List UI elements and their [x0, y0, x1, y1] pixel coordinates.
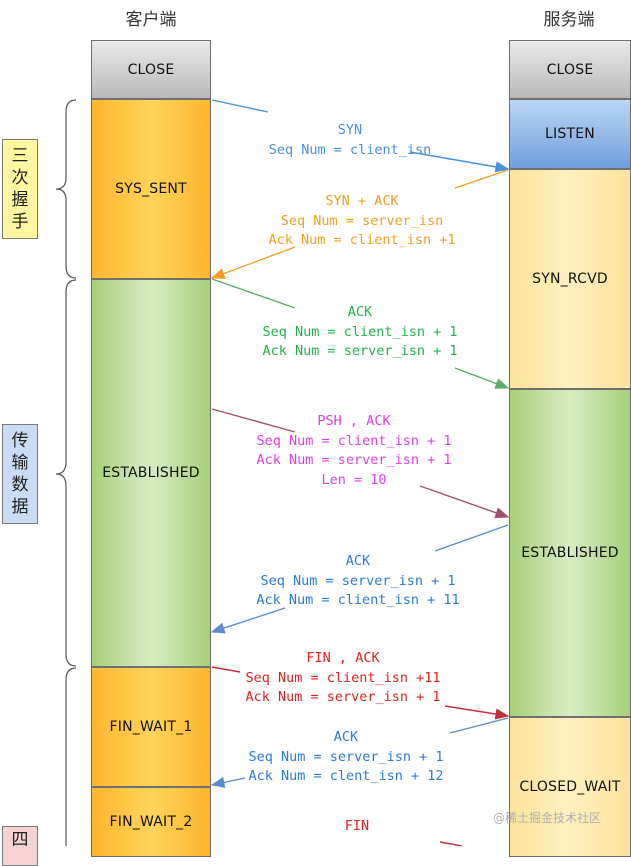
- phase-label-handshake: 三 次 握 手: [2, 139, 38, 239]
- message-syn: SYN Seq Num = client_isn: [200, 121, 500, 160]
- message-ack-1: ACK Seq Num = client_isn + 1 Ack Num = s…: [210, 303, 510, 362]
- message-line: Seq Num = client_isn + 1: [262, 323, 458, 340]
- client-state-fin-wait-1: FIN_WAIT_1: [91, 667, 211, 787]
- message-line: ACK: [333, 729, 359, 745]
- arrow-synack-a: [454, 169, 509, 189]
- brace-transfer: [55, 279, 77, 667]
- client-state-established: ESTABLISHED: [91, 279, 211, 667]
- arrow-psh-b: [419, 485, 510, 519]
- phase-char: 据: [11, 497, 29, 517]
- phase-label-transfer: 传 输 数 据: [2, 424, 38, 524]
- client-state-fin-wait-2: FIN_WAIT_2: [91, 787, 211, 857]
- arrow-syn-a: [211, 99, 269, 113]
- brace-handshake: [55, 99, 77, 279]
- message-line: Seq Num = server_isn: [280, 212, 444, 229]
- message-line: SYN + ACK: [325, 193, 399, 209]
- message-line: FIN , ACK: [306, 650, 380, 666]
- arrow-ack3-a: [449, 717, 509, 734]
- server-column-title: 服务端: [543, 10, 595, 30]
- phase-char: 传: [11, 431, 29, 451]
- arrow-finack-a: [211, 666, 241, 673]
- arrow-psh-a: [211, 408, 296, 433]
- client-column-title: 客户端: [125, 10, 177, 30]
- arrow-ack3-b: [210, 776, 246, 788]
- client-state-syn-sent: SYS_SENT: [91, 99, 211, 279]
- arrow-ack1-a: [211, 278, 296, 309]
- message-line: Ack Num = clent_isn + 12: [248, 768, 444, 784]
- message-line: Seq Num = server_isn + 1: [248, 748, 444, 765]
- arrow-fin-a: [439, 841, 463, 846]
- server-state-listen: LISTEN: [509, 99, 631, 169]
- message-ack-2: ACK Seq Num = server_isn + 1 Ack Num = c…: [208, 552, 508, 611]
- message-line: Ack Num = server_isn + 1: [256, 452, 452, 468]
- server-state-closed-wait: CLOSED_WAIT: [509, 717, 631, 857]
- message-line: Ack Num = client_isn + 11: [256, 592, 460, 608]
- phase-char: 三: [11, 146, 29, 166]
- phase-char: 次: [11, 168, 29, 188]
- phase-char: 四: [11, 830, 29, 850]
- message-line: Seq Num = server_isn + 1: [260, 572, 456, 589]
- message-line: ACK: [345, 553, 371, 569]
- phase-char: 握: [11, 190, 29, 210]
- message-ack-3: ACK Seq Num = server_isn + 1 Ack Num = c…: [196, 728, 496, 787]
- message-line: Ack Num = server_isn + 1: [262, 343, 458, 359]
- arrow-syn-b: [409, 151, 510, 173]
- message-fin: FIN: [207, 817, 507, 837]
- arrow-ack1-b: [454, 367, 510, 389]
- message-line: SYN: [337, 122, 363, 138]
- message-syn-ack: SYN + ACK Seq Num = server_isn Ack Num =…: [212, 192, 512, 251]
- server-state-established: ESTABLISHED: [509, 389, 631, 717]
- message-line: Ack Num = server_isn + 1: [245, 689, 441, 705]
- arrow-ack2-b: [210, 607, 286, 634]
- watermark: @稀土掘金技术社区: [493, 811, 602, 825]
- brace-teardown: [65, 667, 77, 846]
- arrows-layer: [55, 99, 510, 846]
- server-state-close: CLOSE: [509, 40, 631, 99]
- message-line: Seq Num = client_isn + 1: [256, 432, 452, 449]
- message-line: FIN: [344, 818, 370, 834]
- client-state-close: CLOSE: [91, 40, 211, 99]
- message-line: Ack Num = client_isn +1: [268, 232, 456, 248]
- message-line: Seq Num = client_isn +11: [245, 669, 441, 686]
- phase-char: 手: [11, 212, 29, 232]
- arrow-synack-b: [210, 246, 296, 279]
- message-line: Seq Num = client_isn: [268, 141, 432, 158]
- message-line: ACK: [347, 304, 373, 320]
- phase-char: 数: [11, 475, 29, 495]
- arrow-ack2-a: [434, 524, 509, 552]
- message-line: Len = 10: [321, 471, 387, 488]
- server-state-syn-rcvd: SYN_RCVD: [509, 169, 631, 389]
- message-fin-ack: FIN , ACK Seq Num = client_isn +11 Ack N…: [193, 649, 493, 708]
- arrow-finack-b: [444, 705, 510, 720]
- message-line: PSH , ACK: [317, 413, 391, 429]
- message-psh-ack: PSH , ACK Seq Num = client_isn + 1 Ack N…: [204, 412, 504, 490]
- phase-char: 输: [11, 453, 29, 473]
